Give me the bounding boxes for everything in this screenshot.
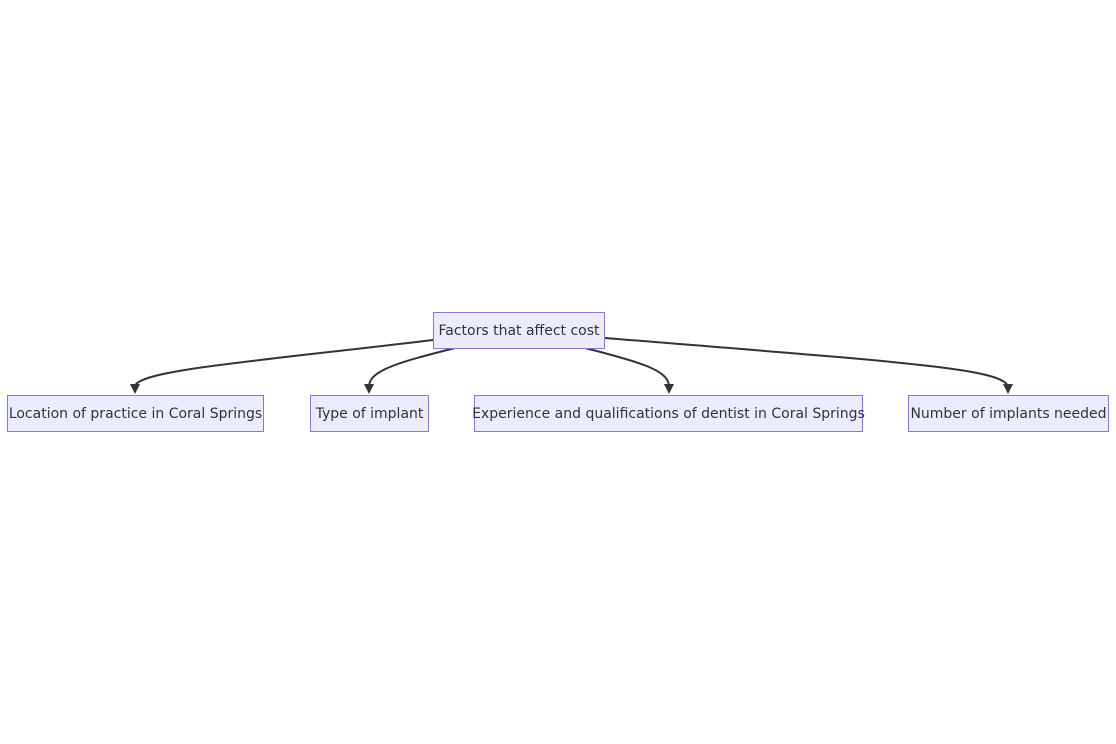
root-node: Factors that affect cost <box>433 312 605 349</box>
arrowhead-type <box>364 384 374 394</box>
child-node-label: Location of practice in Coral Springs <box>8 405 263 422</box>
arrowhead-number <box>1003 384 1013 394</box>
child-node-location: Location of practice in Coral Springs <box>7 395 264 432</box>
edge-root-to-number <box>604 337 1009 387</box>
child-node-number: Number of implants needed <box>908 395 1109 432</box>
child-node-experience: Experience and qualifications of dentist… <box>472 395 865 432</box>
child-node-label: Type of implant <box>315 405 424 422</box>
root-node-label: Factors that affect cost <box>438 322 600 339</box>
edge-root-to-type <box>368 347 456 387</box>
edge-root-to-location <box>134 339 434 387</box>
child-node-type: Type of implant <box>310 395 429 432</box>
child-node-label: Experience and qualifications of dentist… <box>472 405 865 422</box>
edge-root-to-experience <box>584 347 670 387</box>
child-node-label: Number of implants needed <box>910 405 1107 422</box>
arrowhead-experience <box>664 384 674 394</box>
arrowhead-location <box>130 384 140 394</box>
